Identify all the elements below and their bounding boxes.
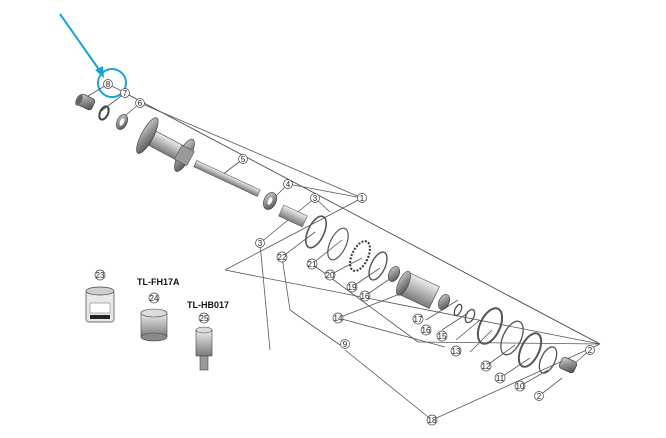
svg-text:5: 5 — [241, 155, 246, 164]
callout-18: 18 — [426, 414, 438, 426]
svg-text:8: 8 — [106, 80, 111, 89]
svg-text:20: 20 — [326, 271, 335, 280]
callout-25: 25 — [198, 312, 210, 324]
callout-8: 8 — [103, 79, 113, 89]
hub-parts — [75, 93, 308, 228]
callout-17: 17 — [412, 313, 424, 325]
svg-text:23: 23 — [96, 271, 105, 280]
svg-text:17: 17 — [414, 315, 423, 324]
svg-text:9: 9 — [343, 340, 348, 349]
callout-21: 21 — [306, 258, 318, 270]
leader-lines — [79, 83, 601, 421]
svg-text:3: 3 — [258, 239, 263, 248]
svg-text:18: 18 — [428, 416, 437, 425]
svg-text:4: 4 — [286, 180, 291, 189]
svg-text:7: 7 — [123, 89, 128, 98]
callout-12: 12 — [480, 360, 492, 372]
svg-text:14: 14 — [334, 314, 343, 323]
callout-24: 24 — [148, 292, 160, 304]
callout-6: 6 — [135, 98, 145, 108]
svg-text:1: 1 — [360, 194, 365, 203]
callout-20: 20 — [324, 269, 336, 281]
svg-text:2: 2 — [537, 392, 542, 401]
callout-23: 23 — [94, 269, 106, 281]
highlight-arrowhead — [95, 66, 104, 78]
callout-2a: 2 — [534, 391, 544, 401]
svg-text:2: 2 — [588, 346, 593, 355]
svg-text:16: 16 — [361, 292, 370, 301]
callout-7: 7 — [120, 88, 130, 98]
tool-fh17a — [140, 308, 168, 342]
tool-label-fh17a: TL-FH17A — [137, 277, 180, 287]
callout-16a: 16 — [359, 290, 371, 302]
svg-text:13: 13 — [452, 347, 461, 356]
callout-11: 11 — [494, 372, 506, 384]
highlight-circle — [97, 68, 127, 98]
svg-text:6: 6 — [138, 99, 143, 108]
callout-9: 9 — [340, 339, 350, 349]
svg-text:21: 21 — [308, 260, 317, 269]
callout-10: 10 — [514, 380, 526, 392]
svg-text:3: 3 — [313, 194, 318, 203]
svg-text:22: 22 — [278, 253, 287, 262]
svg-text:12: 12 — [482, 362, 491, 371]
callout-4: 4 — [283, 179, 293, 189]
freehub-parts — [304, 215, 578, 374]
callout-2b: 2 — [585, 345, 595, 355]
callout-14: 14 — [332, 312, 344, 324]
callout-19: 19 — [346, 281, 358, 293]
callout-16b: 16 — [420, 324, 432, 336]
callout-3b: 3 — [255, 238, 265, 248]
callout-5: 5 — [238, 154, 248, 164]
highlight-arrow — [59, 13, 101, 72]
tool-label-hb017: TL-HB017 — [187, 300, 229, 310]
callout-22: 22 — [276, 251, 288, 263]
grease-jar — [85, 286, 115, 323]
svg-text:16: 16 — [422, 326, 431, 335]
callout-13: 13 — [450, 345, 462, 357]
tool-hb017 — [195, 326, 213, 371]
callout-3a: 3 — [310, 193, 320, 203]
callout-1: 1 — [357, 193, 367, 203]
svg-text:19: 19 — [348, 283, 357, 292]
svg-text:10: 10 — [516, 382, 525, 391]
svg-text:15: 15 — [438, 332, 447, 341]
svg-text:24: 24 — [150, 294, 159, 303]
callout-15: 15 — [436, 330, 448, 342]
svg-text:11: 11 — [496, 374, 505, 383]
svg-text:25: 25 — [200, 314, 209, 323]
